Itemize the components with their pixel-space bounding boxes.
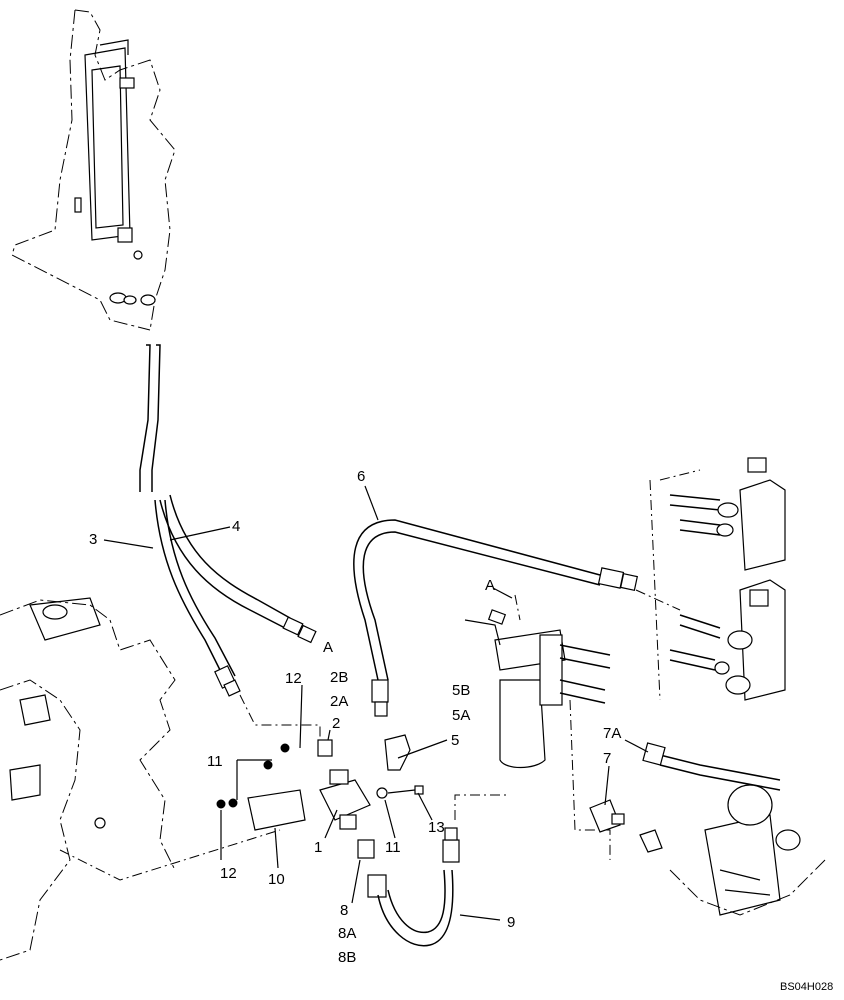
callout-5B: 5B	[452, 682, 470, 699]
tee-fitting-assembly	[216, 734, 424, 898]
callout-13: 13	[428, 819, 445, 836]
hose-3-and-4	[139, 344, 321, 745]
callout-6: 6	[357, 468, 365, 485]
callout-12-bottom: 12	[220, 865, 237, 882]
callout-3: 3	[89, 531, 97, 548]
loader-frame	[0, 597, 281, 961]
fitting-7-and-pump	[589, 742, 826, 916]
callout-9: 9	[507, 914, 515, 931]
leader-lines	[103, 485, 649, 921]
callout-12-top: 12	[285, 670, 302, 687]
callout-11-right: 11	[385, 839, 401, 856]
callout-10: 10	[268, 871, 285, 888]
control-valve-block	[649, 457, 786, 701]
hose-9	[377, 794, 510, 947]
cooler-assembly	[11, 9, 176, 331]
filter-assembly	[464, 594, 611, 860]
callout-2: 2	[332, 715, 340, 732]
hose-6	[353, 519, 681, 717]
callout-5A: 5A	[452, 707, 470, 724]
callout-7A: 7A	[603, 725, 621, 742]
figure-code: BS04H028	[780, 981, 833, 993]
reference-A-filter: A	[485, 577, 495, 594]
reference-A-hose: A	[323, 639, 333, 656]
callout-4: 4	[232, 518, 240, 535]
callout-8: 8	[340, 902, 348, 919]
callout-8B: 8B	[338, 949, 356, 966]
callout-7: 7	[603, 750, 611, 767]
callout-11-left: 11	[207, 753, 223, 770]
callout-5: 5	[451, 732, 459, 749]
callout-1: 1	[314, 839, 322, 856]
callout-2B: 2B	[330, 669, 348, 686]
callout-8A: 8A	[338, 925, 356, 942]
callout-labels: 1 2 2A 2B 3 4 5 5A 5B 6 7 7A 8 8A 8B 9 1…	[89, 468, 833, 993]
callout-2A: 2A	[330, 693, 348, 710]
